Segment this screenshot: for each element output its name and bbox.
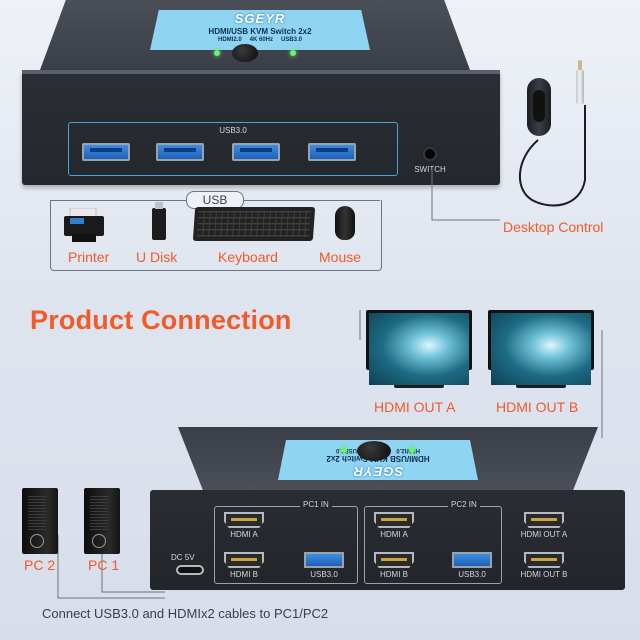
usb-c-power-port[interactable]	[176, 565, 204, 575]
led-indicator	[341, 447, 347, 453]
port-label: HDMI B	[380, 570, 408, 579]
hdmi-port[interactable]	[374, 552, 414, 568]
monitor-a	[366, 310, 472, 388]
audio-plug	[576, 70, 584, 104]
switch-jack[interactable]	[421, 145, 439, 163]
device-label-udisk: U Disk	[136, 249, 178, 265]
usb-port[interactable]	[156, 143, 204, 161]
desktop-control-label: Desktop Control	[503, 219, 604, 235]
pc1-group-label: PC1 IN	[300, 500, 332, 509]
pc-tower-icon	[22, 488, 58, 554]
spec-item: HDMI2.0	[217, 37, 242, 43]
hdmi-port[interactable]	[224, 552, 264, 568]
monitor-b-label: HDMI OUT B	[496, 399, 579, 415]
monitor-screen	[488, 310, 594, 385]
monitor-foot	[394, 384, 444, 388]
usb-port-group	[68, 122, 398, 176]
led-indicator	[409, 447, 415, 453]
monitor-foot	[516, 384, 566, 388]
footer-caption: Connect USB3.0 and HDMIx2 cables to PC1/…	[42, 606, 329, 621]
hdmi-port[interactable]	[374, 512, 414, 528]
spec-item: USB3.0	[281, 37, 303, 43]
port-label: HDMI OUT A	[520, 530, 568, 539]
printer-icon	[64, 208, 104, 242]
pc1-port-group	[214, 506, 358, 584]
audio-plug-tip	[578, 60, 582, 72]
spec-item: 4K 60Hz	[249, 37, 273, 43]
pc2-group-label: PC2 IN	[448, 500, 480, 509]
pc2-label: PC 2	[24, 557, 56, 573]
desktop-control-cable	[431, 105, 586, 221]
device-label-printer: Printer	[68, 249, 110, 265]
kvm-front-panel	[22, 70, 500, 185]
usb-port[interactable]	[82, 143, 130, 161]
mouse-icon	[335, 206, 355, 240]
pc-tower-icon	[84, 488, 120, 554]
device-label-keyboard: Keyboard	[218, 249, 278, 265]
usb-port[interactable]	[304, 552, 344, 568]
brand-logo: SGEYR	[234, 11, 286, 26]
section-heading: Product Connection	[30, 305, 292, 335]
switch-label: SWITCH	[414, 165, 446, 174]
usb-panel-label: USB3.0	[219, 126, 247, 135]
port-label: USB3.0	[458, 570, 486, 579]
usb-disk-icon	[152, 202, 166, 240]
device-label-mouse: Mouse	[319, 249, 362, 265]
port-label: USB3.0	[310, 570, 338, 579]
model-name: HDMI/USB KVM Switch 2x2	[208, 27, 312, 36]
brand-logo: SGEYR	[352, 464, 404, 479]
monitor-screen	[366, 310, 472, 385]
monitor-a-label: HDMI OUT A	[374, 399, 456, 415]
port-label: HDMI A	[230, 530, 258, 539]
pc2-port-group	[364, 506, 502, 584]
spec-list: HDMI2.0 4K 60Hz USB3.0	[150, 37, 370, 43]
switch-button[interactable]	[357, 441, 391, 461]
port-label: HDMI B	[230, 570, 258, 579]
usb-device-bracket	[50, 200, 382, 271]
kvm-label-plate: SGEYR HDMI/USB KVM Switch 2x2 HDMI2.0 4K…	[150, 10, 370, 50]
hdmi-out-port[interactable]	[524, 552, 564, 568]
port-label: HDMI A	[380, 530, 408, 539]
monitor-b	[488, 310, 594, 388]
kvm-front-edge	[22, 70, 500, 74]
remote-button[interactable]	[533, 90, 545, 122]
hdmi-out-port[interactable]	[524, 512, 564, 528]
led-indicator	[214, 50, 220, 56]
port-label: HDMI OUT B	[520, 570, 568, 579]
usb-port[interactable]	[308, 143, 356, 161]
hdmi-port[interactable]	[224, 512, 264, 528]
led-indicator	[290, 50, 296, 56]
pc1-label: PC 1	[88, 557, 120, 573]
usb-port[interactable]	[232, 143, 280, 161]
switch-button[interactable]	[232, 44, 258, 62]
usb-port[interactable]	[452, 552, 492, 568]
dc-label: DC 5V	[171, 553, 195, 562]
